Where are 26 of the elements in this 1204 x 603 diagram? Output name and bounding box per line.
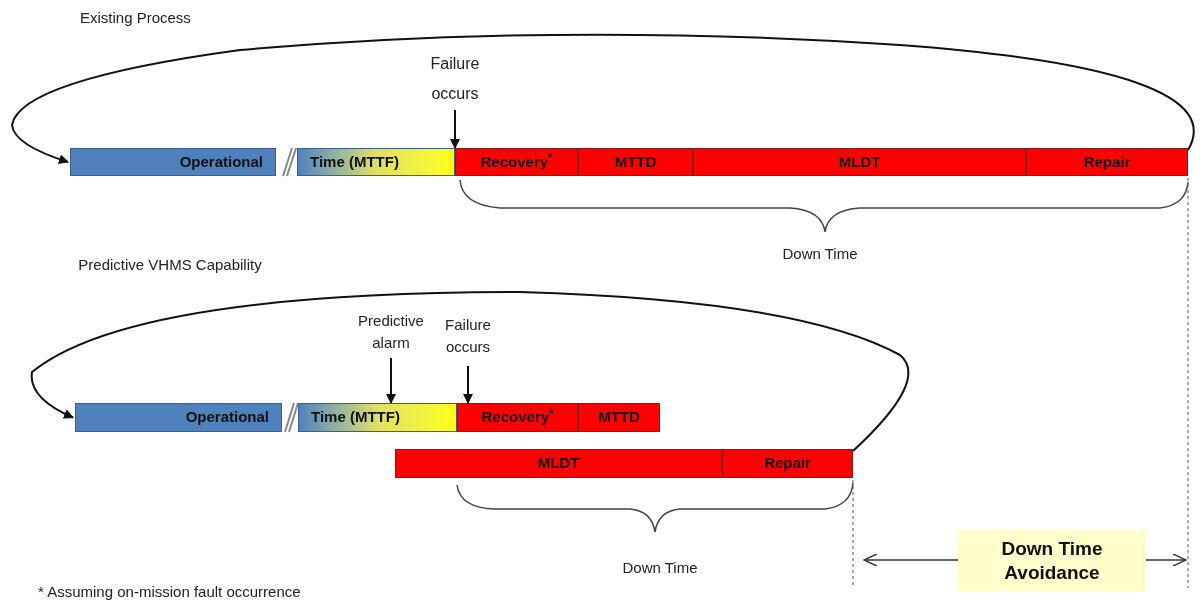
timeline-segment: Repair (722, 449, 853, 478)
timeline-segment: Recovery$^{*}$ (455, 148, 578, 176)
timeline-segment: MTTD (578, 403, 660, 432)
event-label: Failure occurs (436, 308, 500, 364)
event-label: Predictive alarm (348, 308, 434, 356)
text-label: Down Time (781, 244, 859, 263)
text-label: * Assuming on-mission fault occurrence (38, 582, 302, 601)
highlight-box: Down Time Avoidance (958, 530, 1146, 592)
timeline-segment: MTTD (578, 148, 693, 176)
timeline-segment: Operational (75, 403, 282, 432)
timeline-segment: MLDT (693, 148, 1026, 176)
arrow (463, 365, 473, 404)
text-label: Existing Process (80, 8, 192, 27)
arrow (30, 291, 910, 452)
text-label: Predictive VHMS Capability (77, 255, 263, 274)
timeline-segment: Recovery$^{*}$ (457, 403, 578, 432)
arrow (386, 357, 396, 404)
arrow (11, 33, 1195, 164)
arrow (450, 109, 460, 149)
event-label: Failure occurs (415, 50, 495, 108)
text-label: Down Time (621, 558, 699, 577)
timeline-segment: Time (MTTF) (298, 403, 457, 432)
timeline-segment: Time (MTTF) (297, 148, 455, 176)
timeline-segment: Repair (1026, 148, 1188, 176)
timeline-segment: Operational (70, 148, 276, 176)
timeline-segment: MLDT (395, 449, 722, 478)
